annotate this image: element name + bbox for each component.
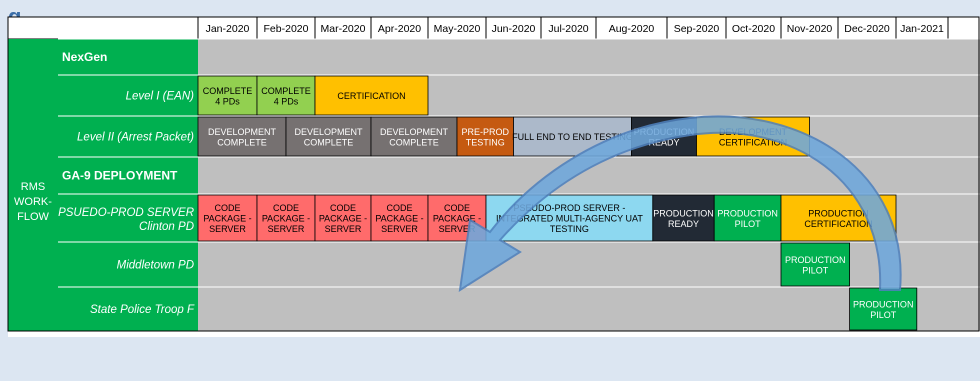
- month-label: Jul-2020: [548, 23, 588, 35]
- task-bar: [849, 287, 918, 331]
- task-label: COMPLETE: [203, 86, 253, 96]
- task-bar: [285, 116, 372, 157]
- task-bar: [197, 116, 287, 157]
- task-label: TESTING: [466, 137, 505, 147]
- task-bar: [780, 242, 850, 287]
- task-label: PACKAGE -: [262, 214, 310, 224]
- task-label: PRODUCTION: [653, 208, 714, 218]
- row-label-column: [58, 39, 198, 331]
- task-label: PILOT: [735, 219, 762, 229]
- task-label: PRE-PROD: [461, 127, 509, 137]
- row-label: PSUEDO-PROD SERVER: [58, 207, 194, 219]
- task-label: DEVELOPMENT: [380, 127, 449, 137]
- month-label: Apr-2020: [378, 23, 421, 35]
- month-label: Jun-2020: [492, 23, 536, 35]
- row-label-line2: Clinton PD: [139, 221, 194, 233]
- task-label: SERVER: [381, 224, 418, 234]
- task-bar: [197, 194, 258, 242]
- task-bar: [713, 194, 782, 242]
- task-label: PACKAGE -: [433, 214, 481, 224]
- header-blank-cell: [7, 16, 199, 40]
- task-bar: [256, 75, 316, 116]
- task-label: CODE: [273, 203, 299, 213]
- task-bar: [370, 194, 429, 242]
- row-header-label: GA-9 DEPLOYMENT: [62, 169, 178, 183]
- task-label: PRODUCTION: [785, 255, 846, 265]
- month-label: Jan-2020: [206, 23, 250, 35]
- task-bar: [456, 116, 514, 157]
- task-label: TESTING: [550, 224, 589, 234]
- month-label: Feb-2020: [264, 23, 309, 35]
- row-label: Level II (Arrest Packet): [77, 132, 194, 144]
- task-label: 4 PDs: [274, 96, 299, 106]
- task-label: PILOT: [802, 265, 829, 275]
- task-label: PRODUCTION: [808, 208, 869, 218]
- month-label: Aug-2020: [609, 23, 655, 35]
- side-label-column: [8, 39, 58, 331]
- task-label: CODE: [386, 203, 412, 213]
- row-header-label: NexGen: [62, 50, 107, 64]
- side-label-line: FLOW: [17, 211, 49, 223]
- task-label: PRODUCTION: [853, 299, 914, 309]
- task-label: SERVER: [209, 224, 246, 234]
- task-label: CODE: [444, 203, 470, 213]
- row-label: Middletown PD: [117, 260, 194, 272]
- task-label: CODE: [214, 203, 240, 213]
- task-label: DEVELOPMENT: [208, 127, 277, 137]
- task-label: SERVER: [325, 224, 362, 234]
- month-label: Mar-2020: [321, 23, 366, 35]
- task-label: READY: [648, 137, 679, 147]
- task-bar: [370, 116, 458, 157]
- task-label: DEVELOPMENT: [294, 127, 363, 137]
- month-label: Nov-2020: [787, 23, 833, 35]
- task-bar: [314, 75, 429, 116]
- task-label: PRODUCTION: [717, 208, 778, 218]
- task-label: FULL END TO END TESTING: [512, 132, 633, 142]
- month-label: Oct-2020: [732, 23, 775, 35]
- task-label: 4 PDs: [215, 96, 240, 106]
- task-bar: [314, 194, 372, 242]
- task-bar: [197, 75, 258, 116]
- task-label: COMPLETE: [389, 137, 439, 147]
- task-bar: [652, 194, 715, 242]
- side-label-line: WORK-: [14, 196, 52, 208]
- month-label: May-2020: [434, 23, 481, 35]
- task-label: COMPLETE: [217, 137, 267, 147]
- task-label: INTEGRATED MULTI-AGENCY UAT: [496, 214, 643, 224]
- month-label: Dec-2020: [844, 23, 890, 35]
- task-label: PSEUDO-PROD SERVER -: [513, 203, 625, 213]
- task-label: COMPLETE: [304, 137, 354, 147]
- task-bar: [256, 194, 316, 242]
- task-label: READY: [668, 219, 699, 229]
- table-border: [7, 16, 980, 332]
- task-label: PACKAGE -: [375, 214, 423, 224]
- row-label: Level I (EAN): [126, 91, 195, 103]
- row-label: State Police Troop F: [90, 304, 195, 316]
- month-label: Sep-2020: [674, 23, 720, 35]
- side-label-line: RMS: [21, 181, 45, 193]
- task-label: CERTIFICATION: [719, 137, 787, 147]
- curved-arrow-icon: [458, 115, 902, 293]
- month-label: Jan-2021: [900, 23, 944, 35]
- task-label: CODE: [330, 203, 356, 213]
- task-label: PACKAGE -: [203, 214, 251, 224]
- task-label: PACKAGE -: [319, 214, 367, 224]
- task-label: COMPLETE: [261, 86, 311, 96]
- task-label: CERTIFICATION: [804, 219, 872, 229]
- task-label: PILOT: [870, 310, 897, 320]
- task-label: SERVER: [439, 224, 476, 234]
- task-label: CERTIFICATION: [337, 91, 405, 101]
- task-label: SERVER: [268, 224, 305, 234]
